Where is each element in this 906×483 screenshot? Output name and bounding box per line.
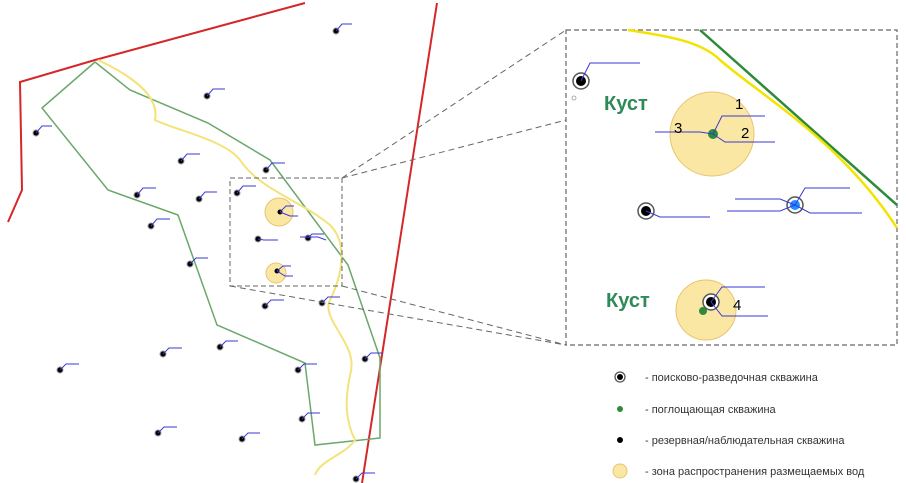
connector-line	[341, 285, 567, 346]
well-marker	[154, 426, 177, 437]
well-marker	[361, 352, 383, 363]
well-marker	[294, 363, 317, 374]
yellow-contour	[97, 59, 357, 476]
well-marker	[56, 363, 79, 374]
cluster-label-2: Куст	[606, 290, 650, 312]
cluster-label-1: Куст	[604, 93, 648, 115]
legend-label: - резервная/наблюдательная скважина	[645, 435, 845, 447]
well-marker	[238, 432, 260, 443]
legend-label: - поисково-разведочная скважина	[645, 372, 819, 384]
legend-injection-icon	[617, 406, 623, 412]
well-number-2: 2	[741, 125, 749, 142]
red-vertical-boundary	[361, 2, 438, 483]
red-boundary-line	[7, 2, 306, 223]
well-marker	[177, 153, 200, 165]
green-contour	[40, 61, 381, 446]
well-marker	[32, 125, 52, 137]
well-marker	[274, 265, 293, 277]
well-marker	[233, 185, 256, 197]
inset-well-exploration-2	[637, 202, 710, 220]
legend: - поисково-разведочная скважина - поглощ…	[612, 371, 865, 479]
well-marker	[203, 88, 225, 100]
inset-well-cluster-2	[699, 286, 768, 317]
connector-line	[341, 119, 567, 179]
well-number-4: 4	[733, 297, 741, 314]
legend-item-injection: - поглощающая скважина	[617, 404, 777, 416]
well-number-3: 3	[674, 120, 682, 137]
inset-well-exploration-1	[571, 62, 640, 101]
well-marker	[254, 235, 278, 243]
well-marker	[332, 23, 352, 35]
legend-item-zone: - зона распространения размещаемых вод	[612, 463, 865, 479]
well-marker	[186, 257, 208, 268]
legend-label: - поглощающая скважина	[645, 404, 777, 416]
legend-zone-icon	[612, 463, 628, 479]
well-number-1: 1	[735, 96, 743, 113]
legend-label: - зона распространения размещаемых вод	[645, 466, 865, 478]
connector-line	[341, 29, 567, 179]
well-marker	[216, 340, 238, 351]
connector-line	[229, 285, 567, 346]
legend-reserve-icon	[617, 437, 623, 443]
well-marker	[195, 191, 217, 203]
well-markers-main	[32, 23, 383, 483]
well-marker	[133, 187, 156, 199]
well-marker	[352, 472, 375, 483]
well-marker	[262, 162, 285, 174]
inset-green-contour	[699, 29, 898, 206]
legend-item-reserve: - резервная/наблюдательная скважина	[617, 435, 845, 447]
selection-box	[229, 177, 343, 287]
well-marker	[261, 299, 284, 310]
well-marker	[147, 218, 170, 230]
well-marker	[159, 347, 182, 358]
well-marker	[298, 412, 320, 423]
inset-well-cluster-1	[655, 115, 775, 143]
inset-well-exploration-3	[727, 187, 862, 214]
well-marker	[300, 233, 327, 242]
inset-map: Куст Куст 1 2 3 4	[571, 28, 899, 341]
legend-item-exploration: - поисково-разведочная скважина	[614, 371, 819, 384]
well-marker	[277, 205, 298, 217]
inset-yellow-contour	[627, 28, 899, 229]
